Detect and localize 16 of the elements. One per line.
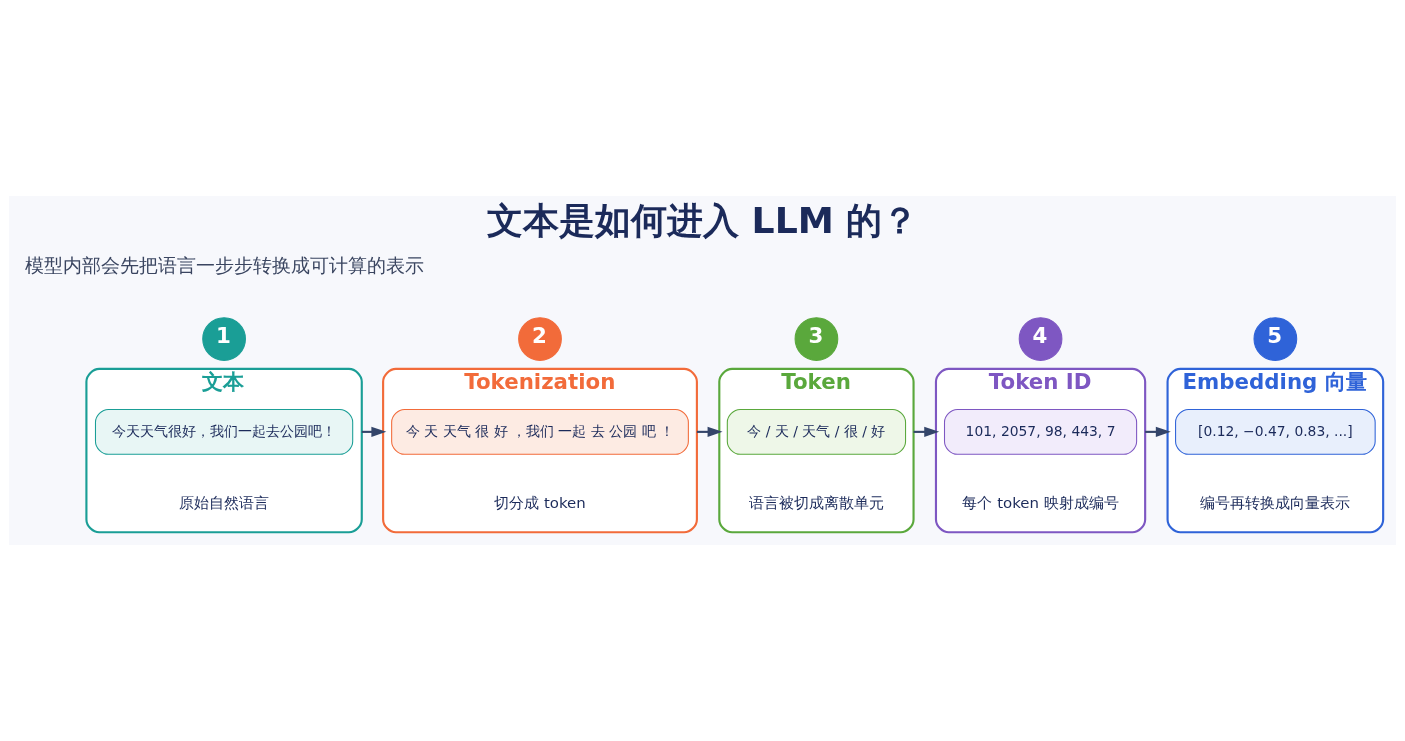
node-circle: 4 (1018, 317, 1063, 361)
arrow (913, 426, 940, 438)
node-box: [0.12, −0.47, 0.83, ...] (1175, 408, 1376, 455)
node-box: 今 天 天气 很 好 ，我们 一起 去 公园 吧 ！ (391, 408, 689, 455)
node-circle: 3 (794, 317, 839, 361)
node-circle: 5 (1253, 317, 1298, 361)
node-circle: 1 (202, 317, 246, 361)
arrow (1145, 426, 1171, 438)
label: 模型内部会先把语言一步步转换成可计算的表示 (24, 254, 424, 278)
arrow (696, 426, 723, 438)
node-circle: 2 (518, 317, 562, 361)
diagram-title: 文本是如何进入 LLM 的？ (486, 198, 919, 242)
node-box: 101, 2057, 98, 443, 7 (943, 408, 1138, 455)
node-box: 今天天气很好，我们一起去公园吧！ (94, 408, 354, 455)
node-box: 今 / 天 / 天气 / 很 / 好 (726, 408, 907, 455)
arrow (361, 426, 387, 438)
